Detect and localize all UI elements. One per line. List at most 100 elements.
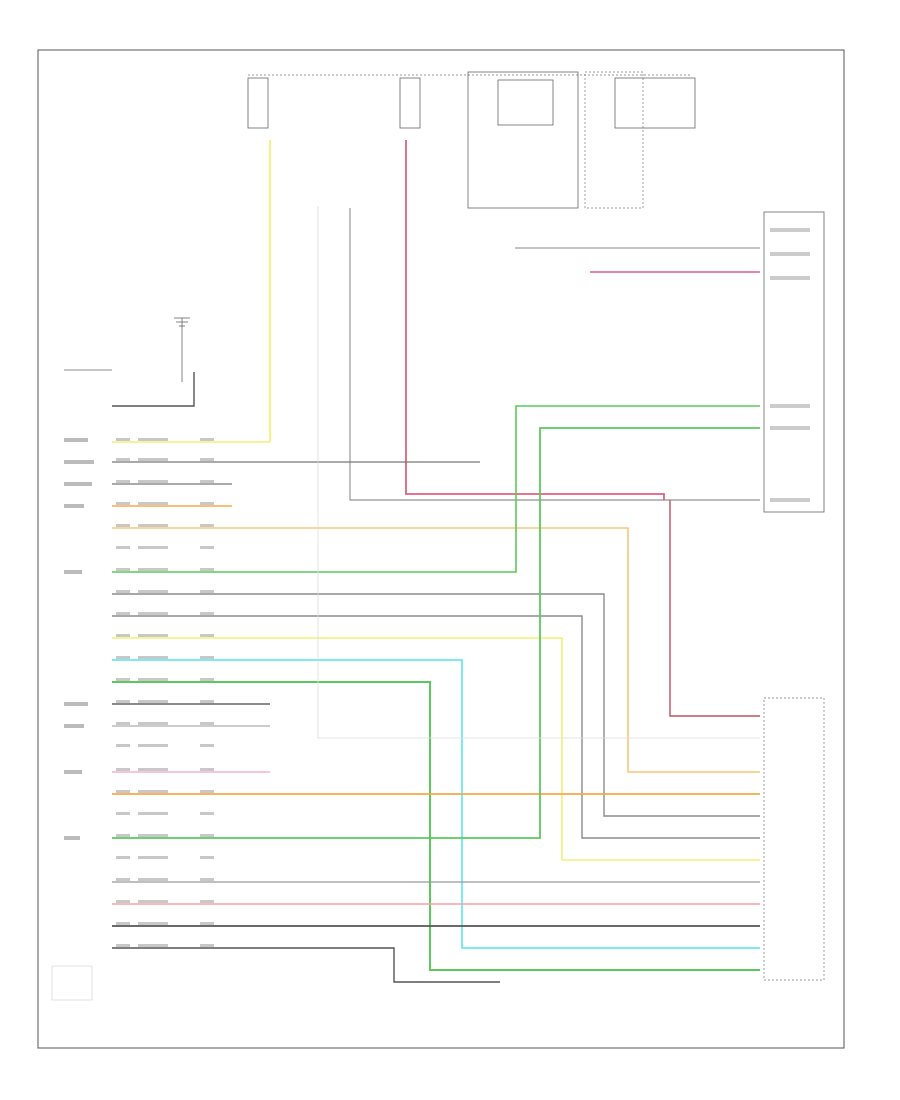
pin-label-stub — [138, 438, 168, 441]
pin-label-stub — [138, 590, 168, 593]
wire-row-6 — [112, 405, 760, 573]
pin-label-stub — [116, 656, 130, 659]
pin-label-stub — [116, 700, 130, 703]
pin-label-stub — [138, 458, 168, 461]
pin-label-stub — [116, 944, 130, 947]
pin-label-stub — [116, 568, 130, 571]
wire-light-drop — [317, 206, 760, 739]
pin-label-stub — [116, 634, 130, 637]
pin-label-stub — [138, 656, 168, 659]
pin-label-stub — [200, 700, 214, 703]
fuse-block-right — [614, 77, 696, 129]
pin-label-stub — [138, 722, 168, 725]
switch-box — [467, 71, 579, 209]
pin-label-stub — [200, 922, 214, 925]
pin-label-stub — [116, 546, 130, 549]
pin-label-stub — [138, 524, 168, 527]
harness-wires — [112, 206, 760, 983]
pin-label-stub — [116, 922, 130, 925]
wire-row-16 — [112, 427, 760, 839]
pin-label-stub — [116, 458, 130, 461]
pin-label-stub — [138, 856, 168, 859]
left-side-labels — [51, 438, 94, 1001]
pin-label-stub — [138, 546, 168, 549]
pin-label-stub — [200, 656, 214, 659]
pin-label-stub — [200, 590, 214, 593]
pin-label-stub — [138, 812, 168, 815]
pin-label-stub — [138, 612, 168, 615]
pin-label-stub — [138, 944, 168, 947]
pin-label-stub — [200, 790, 214, 793]
pin-label-stub — [200, 458, 214, 461]
wire-row-10 — [112, 659, 760, 949]
wire-row-7 — [112, 593, 760, 817]
pin-label-stub — [200, 722, 214, 725]
pin-label-stub — [138, 878, 168, 881]
pin-label-stub — [116, 834, 130, 837]
switch-box-dashed — [584, 71, 644, 209]
pin-label-stub — [138, 568, 168, 571]
pin-label-stub — [200, 944, 214, 947]
fuse-block-mid — [399, 77, 421, 129]
pin-label-stub — [116, 612, 130, 615]
pin-label-stub — [200, 524, 214, 527]
pin-label-stub — [200, 612, 214, 615]
pin-label-stub — [116, 480, 130, 483]
wire-row-5 — [112, 527, 760, 773]
pin-label-stub — [200, 812, 214, 815]
pin-label-stub — [200, 568, 214, 571]
pin-label-stub — [116, 812, 130, 815]
pin-label-stub — [116, 502, 130, 505]
wire-red-vertical — [405, 140, 665, 500]
top-switch-assembly — [247, 71, 696, 209]
pin-label-stub — [116, 524, 130, 527]
wire-red-drop — [669, 500, 760, 717]
pin-label-stub — [200, 768, 214, 771]
pin-label-stub — [138, 480, 168, 483]
wire-row-11 — [112, 681, 760, 971]
pin-label-stub — [116, 590, 130, 593]
pin-label-stub — [200, 546, 214, 549]
pin-label-stub — [200, 480, 214, 483]
module-lower-right — [763, 697, 825, 981]
wire-ground — [112, 372, 195, 407]
pin-label-stub — [200, 744, 214, 747]
pin-label-stub — [200, 834, 214, 837]
module-upper-right — [763, 211, 825, 513]
pin-labels — [116, 438, 214, 947]
wire-row-20 — [112, 947, 500, 983]
page-frame — [37, 49, 845, 1049]
wire-row-9 — [112, 637, 760, 861]
pin-label-stub — [200, 900, 214, 903]
pin-label-stub — [116, 900, 130, 903]
pin-label-stub — [200, 438, 214, 441]
pin-label-stub — [116, 722, 130, 725]
pin-label-stub — [200, 678, 214, 681]
wire-row-8 — [112, 615, 760, 839]
pin-label-stub — [138, 768, 168, 771]
pin-label-stub — [138, 700, 168, 703]
pin-label-stub — [200, 634, 214, 637]
pin-label-stub — [116, 678, 130, 681]
right-terminals — [770, 228, 810, 502]
pin-label-stub — [116, 856, 130, 859]
ground-symbol — [64, 317, 190, 382]
pin-label-stub — [138, 502, 168, 505]
switch-symbol — [497, 79, 554, 126]
fuse-block-left — [247, 77, 269, 129]
pin-label-stub — [116, 790, 130, 793]
pin-label-stub — [138, 790, 168, 793]
pin-label-stub — [138, 900, 168, 903]
pin-label-stub — [138, 744, 168, 747]
pin-label-stub — [116, 878, 130, 881]
pin-label-stub — [116, 438, 130, 441]
pin-label-stub — [200, 856, 214, 859]
pin-label-stub — [200, 502, 214, 505]
pin-label-stub — [138, 834, 168, 837]
pin-label-stub — [116, 768, 130, 771]
wire-gray-trunk — [349, 208, 760, 501]
pin-label-stub — [138, 922, 168, 925]
pin-label-stub — [116, 744, 130, 747]
pin-label-stub — [138, 678, 168, 681]
